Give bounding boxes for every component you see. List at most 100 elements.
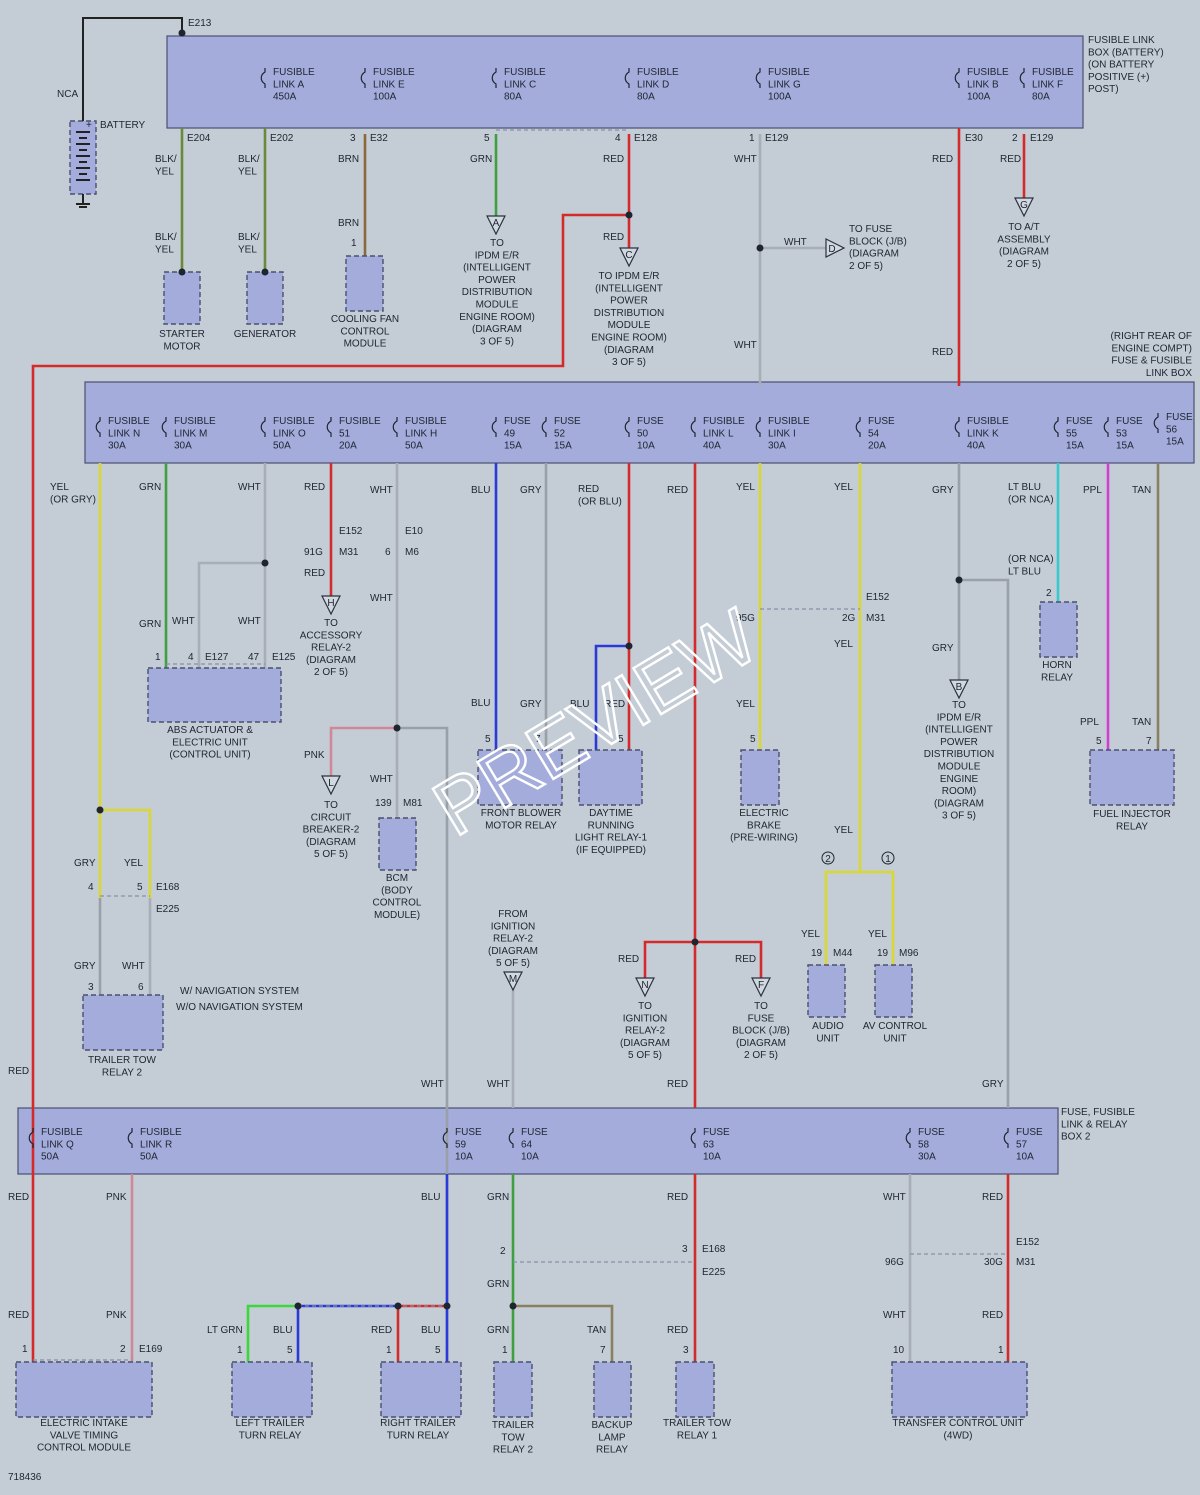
wire-label-red: RED <box>603 154 624 165</box>
ref-letter: L <box>328 778 334 789</box>
wire-label-gry: GRY <box>74 858 96 869</box>
wire-label-wht: WHT <box>370 593 393 604</box>
wire-label-pin-19: 19 <box>811 948 823 959</box>
wire-label-m31: M31 <box>866 613 886 624</box>
mid-fuse-10-symbol <box>855 417 861 437</box>
junction-dot <box>96 806 104 814</box>
wire-label-e129: E129 <box>1030 133 1054 144</box>
wire-label-wht: WHT <box>784 237 807 248</box>
ref-triangle <box>949 679 969 700</box>
junction-dot <box>261 268 269 276</box>
top-fuse-1-symbol <box>360 68 366 88</box>
ref-triangle <box>751 977 771 998</box>
option-circle-2-label: 2 <box>825 854 831 865</box>
wire-label-yel: YEL <box>868 929 887 940</box>
wire-label-red: RED <box>371 1325 392 1336</box>
ref-letter: M <box>509 974 517 985</box>
wire-blu-drl <box>594 644 629 750</box>
wire-label-blk-yel: BLK/YEL <box>238 154 260 177</box>
wire-label-e129: E129 <box>765 133 789 144</box>
junction-dot <box>394 1302 402 1310</box>
wire-label-pnk: PNK <box>106 1310 127 1321</box>
audio-unit <box>807 964 846 1018</box>
wire-label-pin-3: 3 <box>350 133 356 144</box>
wire-label-gry: GRY <box>982 1079 1004 1090</box>
wire-red-ignition-n <box>643 940 695 978</box>
wire-label-yel-or-gry: YEL(OR GRY) <box>50 482 96 505</box>
wire-label-red: RED <box>667 1192 688 1203</box>
junction-dot <box>261 559 269 567</box>
trailer-tow-relay-2-bottom <box>493 1361 533 1418</box>
option-circle-1-label: 1 <box>885 854 891 865</box>
wire-label-pin-7: 7 <box>1146 736 1152 747</box>
wire-label-gry: GRY <box>932 643 954 654</box>
junction-dot <box>756 244 764 252</box>
wire-wht-link-o <box>197 463 267 668</box>
wire-red-fuse-block-f <box>695 940 763 978</box>
wire-label-m6: M6 <box>405 547 419 558</box>
wire-label-e128: E128 <box>634 133 658 144</box>
wire-label-pin-47: 47 <box>248 652 260 663</box>
wire-label-yel: YEL <box>736 482 755 493</box>
ref-letter: B <box>956 682 963 693</box>
wire-label-red: RED <box>667 485 688 496</box>
wire-label-yel: YEL <box>834 482 853 493</box>
mid-fuse-11-symbol <box>954 417 960 437</box>
mid-fuse-1-symbol <box>161 417 167 437</box>
wire-lt-grn-left-turn <box>246 1304 298 1362</box>
wire-label-wht: WHT <box>370 774 393 785</box>
wire-label-wht: WHT <box>238 482 261 493</box>
wire-label-pin-7: 7 <box>535 734 541 745</box>
wire-label-e204: E204 <box>187 133 211 144</box>
electric-brake <box>740 749 780 806</box>
junction-dot <box>509 1302 517 1310</box>
wire-label-grn: GRN <box>470 154 492 165</box>
wire-label-red: RED <box>667 1325 688 1336</box>
option-circle-1 <box>881 851 895 865</box>
wire-label-pin-2g: 2G <box>842 613 856 624</box>
top-fuse-3-symbol <box>624 68 630 88</box>
wire-label-pin-5: 5 <box>287 1345 293 1356</box>
wire-label-pin-6: 6 <box>385 547 391 558</box>
wire-label-w-nav: W/ NAVIGATION SYSTEM <box>180 986 299 997</box>
ref-letter: C <box>625 250 632 261</box>
junction-dot <box>393 724 401 732</box>
wire-label-red: RED <box>667 1079 688 1090</box>
wire-label-wht: WHT <box>370 485 393 496</box>
wire-label-m31: M31 <box>1016 1257 1036 1268</box>
wire-label-pin-4: 4 <box>615 133 621 144</box>
bot-fuse-4-symbol <box>690 1128 696 1148</box>
wire-label-blk-yel: BLK/YEL <box>155 154 177 177</box>
ref-triangle <box>635 977 655 998</box>
wire-label-gry: GRY <box>932 485 954 496</box>
wire-label-red: RED <box>735 954 756 965</box>
wire-label-pin-10: 10 <box>893 1345 905 1356</box>
wire-label-pin-3: 3 <box>683 1345 689 1356</box>
battery-plus: + <box>86 120 92 131</box>
bot-fuse-1-symbol <box>127 1128 133 1148</box>
wire-label-pin-95g: 95G <box>736 613 755 624</box>
wire-label-red: RED <box>304 568 325 579</box>
nca-label: NCA <box>57 89 78 100</box>
wire-label-red: RED <box>304 482 325 493</box>
intake-valve-timing-module <box>15 1361 153 1418</box>
wire-label-grn: GRN <box>139 482 161 493</box>
mid-fuse-13-symbol <box>1103 417 1109 437</box>
